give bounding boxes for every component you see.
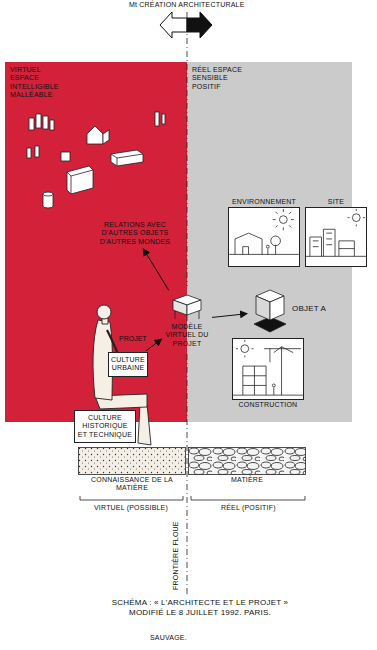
node-text: CONNAISSANCE DE LA MATIÈRE	[78, 476, 186, 493]
sketch	[165, 292, 209, 322]
sketch-frame	[188, 447, 306, 475]
sketch-frame	[78, 447, 186, 475]
bracket	[80, 496, 305, 500]
ground-strip	[79, 448, 186, 475]
sketch-symbol	[254, 290, 286, 332]
node-text: CULTURE URBAINE	[111, 356, 145, 373]
top-label: Mt CRÉATION ARCHITECTURALE	[129, 1, 245, 9]
sketch-symbol	[306, 209, 366, 256]
right-arrow	[187, 12, 212, 38]
node-text: RÉEL ESPACE SENSIBLE POSITIF	[192, 66, 254, 91]
caption: SCHÉMA : « L'ARCHITECTE ET LE PROJET » M…	[100, 598, 300, 617]
sketch	[229, 208, 299, 266]
region-label: RÉEL (POSITIF)	[221, 504, 276, 512]
real-region: RÉEL ESPACE SENSIBLE POSITIF ENVIRONNEMEN…	[187, 62, 352, 422]
node-text: OBJET A	[292, 304, 326, 314]
node-text: CONSTRUCTION	[239, 401, 298, 409]
sketch-frame	[165, 292, 209, 322]
sketch	[78, 447, 186, 475]
sketch	[306, 208, 366, 266]
edge-label: PROJET	[118, 335, 148, 343]
virtual-ground	[5, 62, 187, 422]
site-panel: SITE	[305, 198, 367, 267]
sketch-frame	[25, 110, 175, 220]
knowledge-ground: CONNAISSANCE DE LA MATIÈRE	[78, 447, 186, 493]
sketch-frame	[228, 207, 300, 267]
node-text: SITE	[328, 198, 344, 206]
environment-panel: ENVIRONNEMENT	[228, 198, 300, 267]
sketch-symbol	[173, 295, 201, 321]
sketch-frame	[232, 338, 304, 400]
sketch-frame	[250, 284, 288, 334]
connector-arrow	[212, 314, 247, 318]
node-text: MATIÈRE	[231, 476, 263, 484]
node-text: CULTURE HISTORIQUE ET TECHNIQUE	[77, 414, 133, 439]
sketch	[188, 447, 306, 475]
culture-book: CULTURE URBAINE	[108, 352, 148, 377]
matter-ground: MATIÈRE	[188, 447, 306, 484]
culture-box: CULTURE HISTORIQUE ET TECHNIQUE	[74, 410, 136, 443]
node-text: VIRTUEL ESPACE INTELLIGIBLE MALLÉABLE	[10, 66, 70, 100]
sketch	[250, 284, 288, 334]
object-a: OBJET A	[250, 284, 332, 334]
region-label: VIRTUEL (POSSIBLE)	[94, 504, 168, 512]
sketch-symbol	[229, 209, 299, 254]
node-text: ENVIRONNEMENT	[232, 198, 296, 206]
left-arrow	[160, 12, 187, 38]
virtual-region: VIRTUEL ESPACE INTELLIGIBLE MALLÉABLE REL…	[5, 62, 187, 422]
ground-strip	[189, 448, 306, 475]
signature: SAUVAGE.	[150, 634, 187, 642]
node-text: RELATIONS AVEC D'AUTRES OBJETS D'AUTRES …	[95, 221, 175, 246]
sketch-symbol	[233, 340, 303, 395]
objects-cluster: RELATIONS AVEC D'AUTRES OBJETS D'AUTRES …	[25, 110, 175, 246]
project-model: MODÈLE VIRTUEL DU PROJET	[164, 292, 210, 348]
sketch	[233, 339, 303, 399]
boundary-note: FRONTIÈRE FLOUE	[172, 521, 180, 590]
sketch-symbol	[27, 112, 165, 208]
sketch	[25, 110, 175, 220]
construction-panel: CONSTRUCTION	[232, 338, 304, 409]
sketch-frame	[305, 207, 367, 267]
node-text: MODÈLE VIRTUEL DU PROJET	[164, 323, 210, 348]
connector-arrow	[146, 339, 162, 351]
connector-arrow	[143, 249, 168, 291]
